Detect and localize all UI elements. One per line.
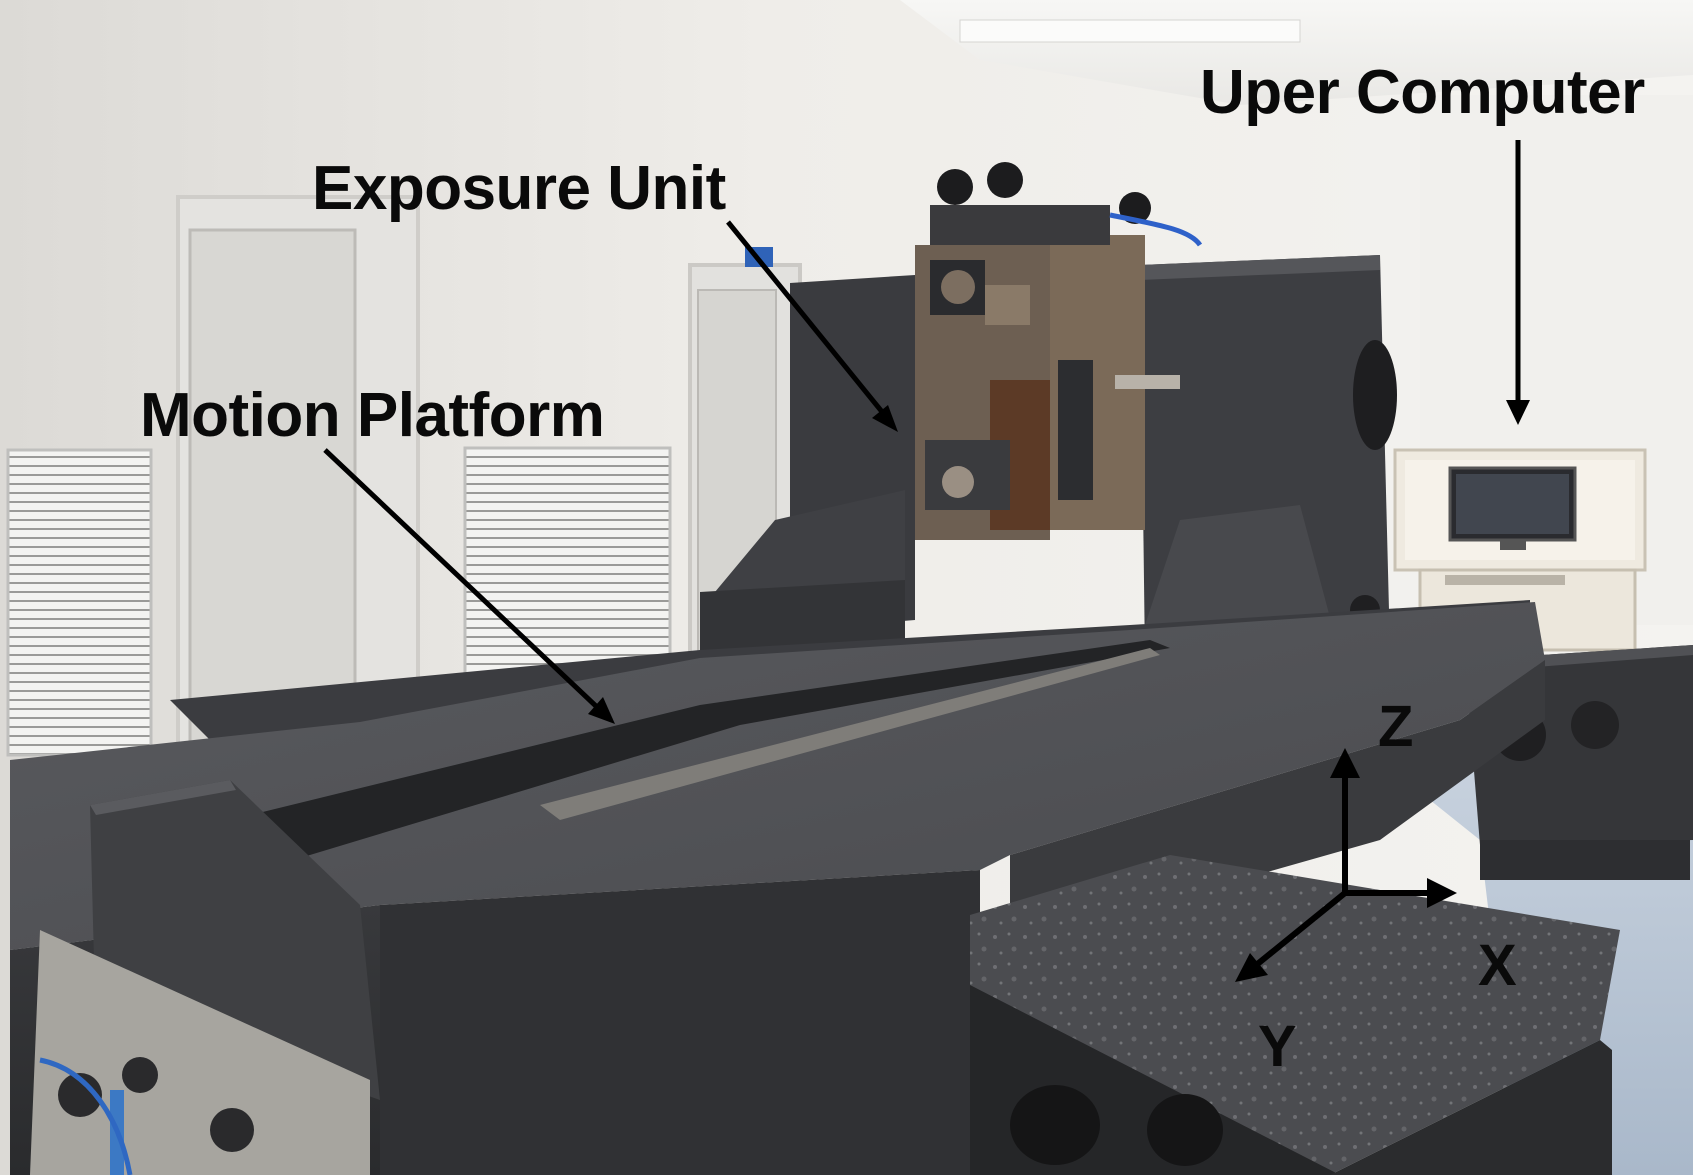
- upper-computer-arrow: [1506, 140, 1530, 425]
- y-axis-label: Y: [1258, 1014, 1297, 1079]
- coordinate-axes: [1235, 748, 1457, 982]
- gantry-right-column: [1130, 255, 1397, 670]
- motion-platform-arrow: [323, 448, 615, 724]
- motion-platform-label: Motion Platform: [140, 381, 605, 450]
- front-right-block: [970, 855, 1620, 1175]
- y-axis-arrow: [1253, 890, 1347, 969]
- upper-computer-station: [1393, 448, 1647, 652]
- granite-base: [10, 600, 1545, 1175]
- gantry-left-column: [700, 275, 915, 655]
- center-vent: [463, 446, 672, 695]
- ceiling-light: [959, 19, 1301, 43]
- pneumatic-panel: [30, 930, 370, 1175]
- exposure-unit-label: Exposure Unit: [312, 154, 726, 223]
- left-door: [176, 195, 420, 754]
- upper-computer-label: Uper Computer: [1200, 58, 1645, 127]
- exposure-unit-arrow: [726, 220, 898, 432]
- z-axis-label: Z: [1378, 694, 1414, 759]
- x-axis-label: X: [1478, 933, 1517, 998]
- exposure-unit-head: [915, 162, 1203, 540]
- left-vent: [6, 448, 153, 757]
